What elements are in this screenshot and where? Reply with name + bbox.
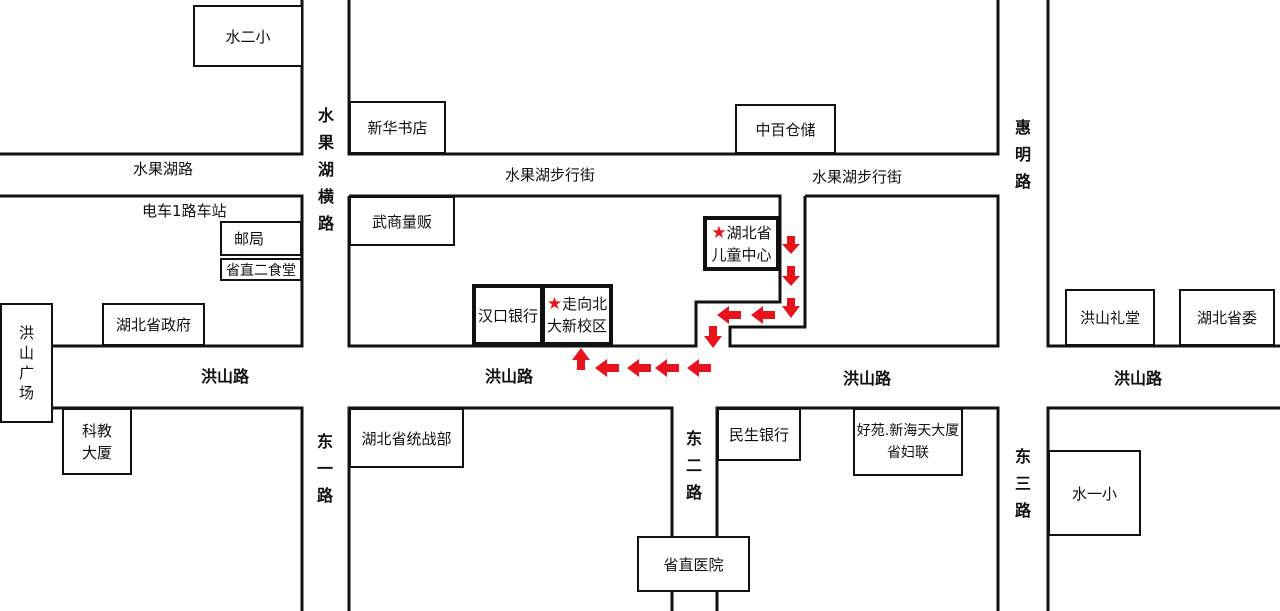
red-arrow-icon xyxy=(704,326,722,348)
block-outline xyxy=(728,194,1000,348)
street-label-pedestrian-west: 水果湖步行街 xyxy=(505,166,596,184)
red-arrow-icon xyxy=(751,306,775,324)
red-arrow-icon xyxy=(782,236,800,254)
tram-station-label: 电车1路车站 xyxy=(142,202,227,220)
red-star-icon: ★ xyxy=(711,222,727,243)
building-zhongbai-storage: 中百仓储 xyxy=(735,104,836,154)
red-arrow-icon xyxy=(687,359,711,377)
road-label-donger: 东二路 xyxy=(685,429,702,502)
road-label-hongshan-4: 洪山路 xyxy=(1114,369,1163,388)
building-kejiao: 科教 大厦 xyxy=(62,408,132,475)
red-arrow-icon xyxy=(655,359,679,377)
red-arrow-icon xyxy=(595,359,619,377)
route-path xyxy=(572,236,800,377)
building-xinhua-bookstore: 新华书店 xyxy=(349,101,446,154)
block-outline xyxy=(347,0,1000,156)
building-children-center: ★湖北省 儿童中心 xyxy=(703,216,780,271)
road-label-shuiguohu: 水果湖路 xyxy=(133,160,194,178)
building-hongshan-square: 洪山广场 xyxy=(0,303,53,423)
building-provincial-government: 湖北省政府 xyxy=(102,303,205,346)
road-label-hongshan-1: 洪山路 xyxy=(201,367,250,386)
road-label-hongshan-2: 洪山路 xyxy=(485,367,534,386)
building-post-office: 邮局 xyxy=(220,221,302,256)
building-target-school: ★走向北 大新校区 xyxy=(541,284,613,346)
building-shuier-school: 水二小 xyxy=(193,5,303,67)
building-provincial-hospital: 省直医院 xyxy=(637,536,750,592)
road-label-huiming: 惠明路 xyxy=(1014,118,1031,191)
road-label-dongsan: 东三路 xyxy=(1014,447,1031,520)
block-outline xyxy=(52,406,304,611)
building-shuiyi-school: 水一小 xyxy=(1048,450,1141,536)
red-star-icon: ★ xyxy=(546,294,563,314)
block-outline xyxy=(1046,406,1280,611)
block-outline xyxy=(1046,0,1280,348)
building-provincial-committee: 湖北省委 xyxy=(1179,289,1275,346)
road-label-shuiguohu-heng: 水果湖横路 xyxy=(317,106,334,233)
red-arrow-icon xyxy=(572,348,590,370)
building-united-front: 湖北省统战部 xyxy=(349,408,464,468)
block-outline xyxy=(347,194,782,348)
road-label-hongshan-3: 洪山路 xyxy=(843,369,892,388)
road-label-dongyi: 东一路 xyxy=(316,432,333,505)
red-arrow-icon xyxy=(782,298,800,318)
red-arrow-icon xyxy=(782,266,800,286)
block-outline xyxy=(0,194,304,348)
building-haoyuan: 好苑.新海天大厦 省妇联 xyxy=(853,408,963,476)
building-wushang-store: 武商量贩 xyxy=(349,196,455,246)
building-minsheng-bank: 民生银行 xyxy=(717,408,801,461)
red-arrow-icon xyxy=(627,359,651,377)
building-hankou-bank: 汉口银行 xyxy=(472,284,544,346)
red-arrow-icon xyxy=(717,306,741,324)
street-label-pedestrian-east: 水果湖步行街 xyxy=(812,168,903,186)
building-provincial-canteen: 省直二食堂 xyxy=(220,258,302,281)
building-hongshan-hall: 洪山礼堂 xyxy=(1065,289,1155,346)
block-outline xyxy=(347,406,674,611)
